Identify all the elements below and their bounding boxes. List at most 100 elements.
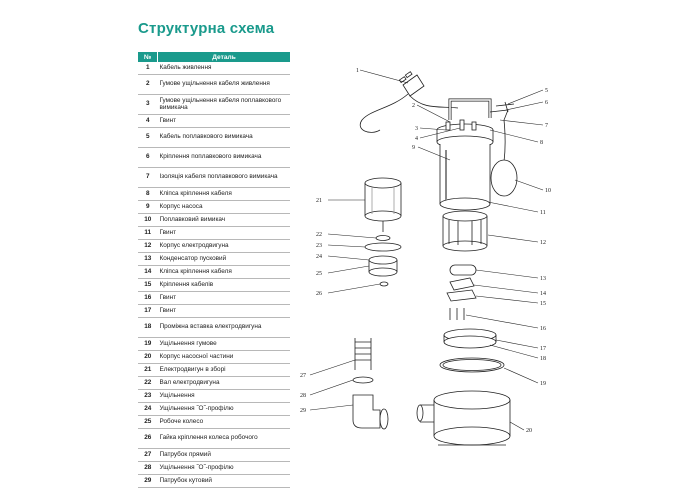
motor-housing-part — [442, 210, 488, 252]
callout-4: 4 — [415, 136, 418, 142]
row-part-name: Гвинт — [157, 304, 290, 318]
row-number: 11 — [138, 226, 158, 240]
row-part-name: Патрубок прямий — [157, 448, 290, 462]
row-number: 28 — [138, 461, 158, 475]
row-part-name: Гумове ущільнення кабеля поплавкового ви… — [157, 94, 290, 115]
row-part-name: Корпус насоса — [157, 200, 290, 214]
pump-handle-part — [448, 98, 492, 120]
callout-19: 19 — [540, 381, 546, 387]
row-part-name: Корпус насосної частини — [157, 350, 290, 364]
callout-5: 5 — [545, 88, 548, 94]
callout-10: 10 — [545, 188, 551, 194]
callout-22: 22 — [316, 232, 322, 238]
row-number: 1 — [138, 62, 158, 75]
row-part-name: Робоче колесо — [157, 415, 290, 429]
row-number: 19 — [138, 337, 158, 351]
motor-assembly-part — [364, 177, 402, 232]
row-number: 10 — [138, 213, 158, 227]
row-part-name: Кліпса кріплення кабеля — [157, 187, 290, 201]
callout-3: 3 — [415, 126, 418, 132]
row-number: 26 — [138, 428, 158, 449]
row-part-name: Ущільнення — [157, 389, 290, 403]
row-part-name: Кріплення поплавкового вимикача — [157, 147, 290, 168]
callout-12: 12 — [540, 240, 546, 246]
callout-28: 28 — [300, 393, 306, 399]
callout-7: 7 — [545, 123, 548, 129]
row-number: 5 — [138, 127, 158, 148]
row-number: 20 — [138, 350, 158, 364]
callout-18: 18 — [540, 356, 546, 362]
row-part-name: Ущільнення ˝О˝-профілю — [157, 461, 290, 475]
leader-lines — [309, 69, 544, 431]
row-number: 6 — [138, 147, 158, 168]
row-part-name: Гвинт — [157, 114, 290, 128]
row-number: 24 — [138, 402, 158, 416]
callout-14: 14 — [540, 291, 546, 297]
callout-26: 26 — [316, 291, 322, 297]
row-part-name: Вал електродвигуна — [157, 376, 290, 390]
row-number: 27 — [138, 448, 158, 462]
callout-20: 20 — [526, 428, 532, 434]
column-header-part: Деталь — [157, 52, 290, 62]
row-part-name: Корпус електродвигуна — [157, 239, 290, 253]
row-part-name: Гумове ущільнення кабеля живлення — [157, 74, 290, 95]
pump-housing-part — [416, 390, 511, 446]
page-title: Структурна схема — [138, 20, 275, 37]
callout-11: 11 — [540, 210, 546, 216]
row-part-name: Ізоляція кабеля поплавкового вимикача — [157, 167, 290, 188]
callout-9: 9 — [412, 145, 415, 151]
row-part-name: Кліпса кріплення кабеля — [157, 265, 290, 279]
exploded-pump-diagram: 1 2 3 4 5 6 7 8 9 10 11 12 13 14 15 16 1… — [300, 68, 551, 446]
row-number: 18 — [138, 317, 158, 338]
seal-and-impeller-parts — [364, 235, 402, 287]
row-part-name: Ущільнення ˝О˝-профілю — [157, 402, 290, 416]
callout-27: 27 — [300, 373, 306, 379]
callout-labels: 1 2 3 4 5 6 7 8 9 10 11 12 13 14 15 16 1… — [300, 68, 551, 434]
row-number: 9 — [138, 200, 158, 214]
row-part-name: Електродвигун в зборі — [157, 363, 290, 377]
row-number: 17 — [138, 304, 158, 318]
pump-cap-part — [436, 119, 494, 149]
intermediate-insert-part — [443, 328, 497, 349]
row-number: 29 — [138, 474, 158, 488]
row-number: 23 — [138, 389, 158, 403]
screws-part — [449, 308, 465, 320]
column-header-number: № — [138, 52, 158, 62]
callout-13: 13 — [540, 276, 546, 282]
row-number: 13 — [138, 252, 158, 266]
row-number: 7 — [138, 167, 158, 188]
callout-8: 8 — [540, 140, 543, 146]
rubber-seal-part — [439, 357, 505, 373]
row-part-name: Гвинт — [157, 226, 290, 240]
row-number: 16 — [138, 291, 158, 305]
callout-15: 15 — [540, 301, 546, 307]
pump-body-part — [439, 144, 491, 211]
row-part-name: Гвинт — [157, 291, 290, 305]
row-part-name: Кріплення кабелів — [157, 278, 290, 292]
row-part-name: Конденсатор пусковий — [157, 252, 290, 266]
row-part-name: Проміжна вставка електродвигуна — [157, 317, 290, 338]
